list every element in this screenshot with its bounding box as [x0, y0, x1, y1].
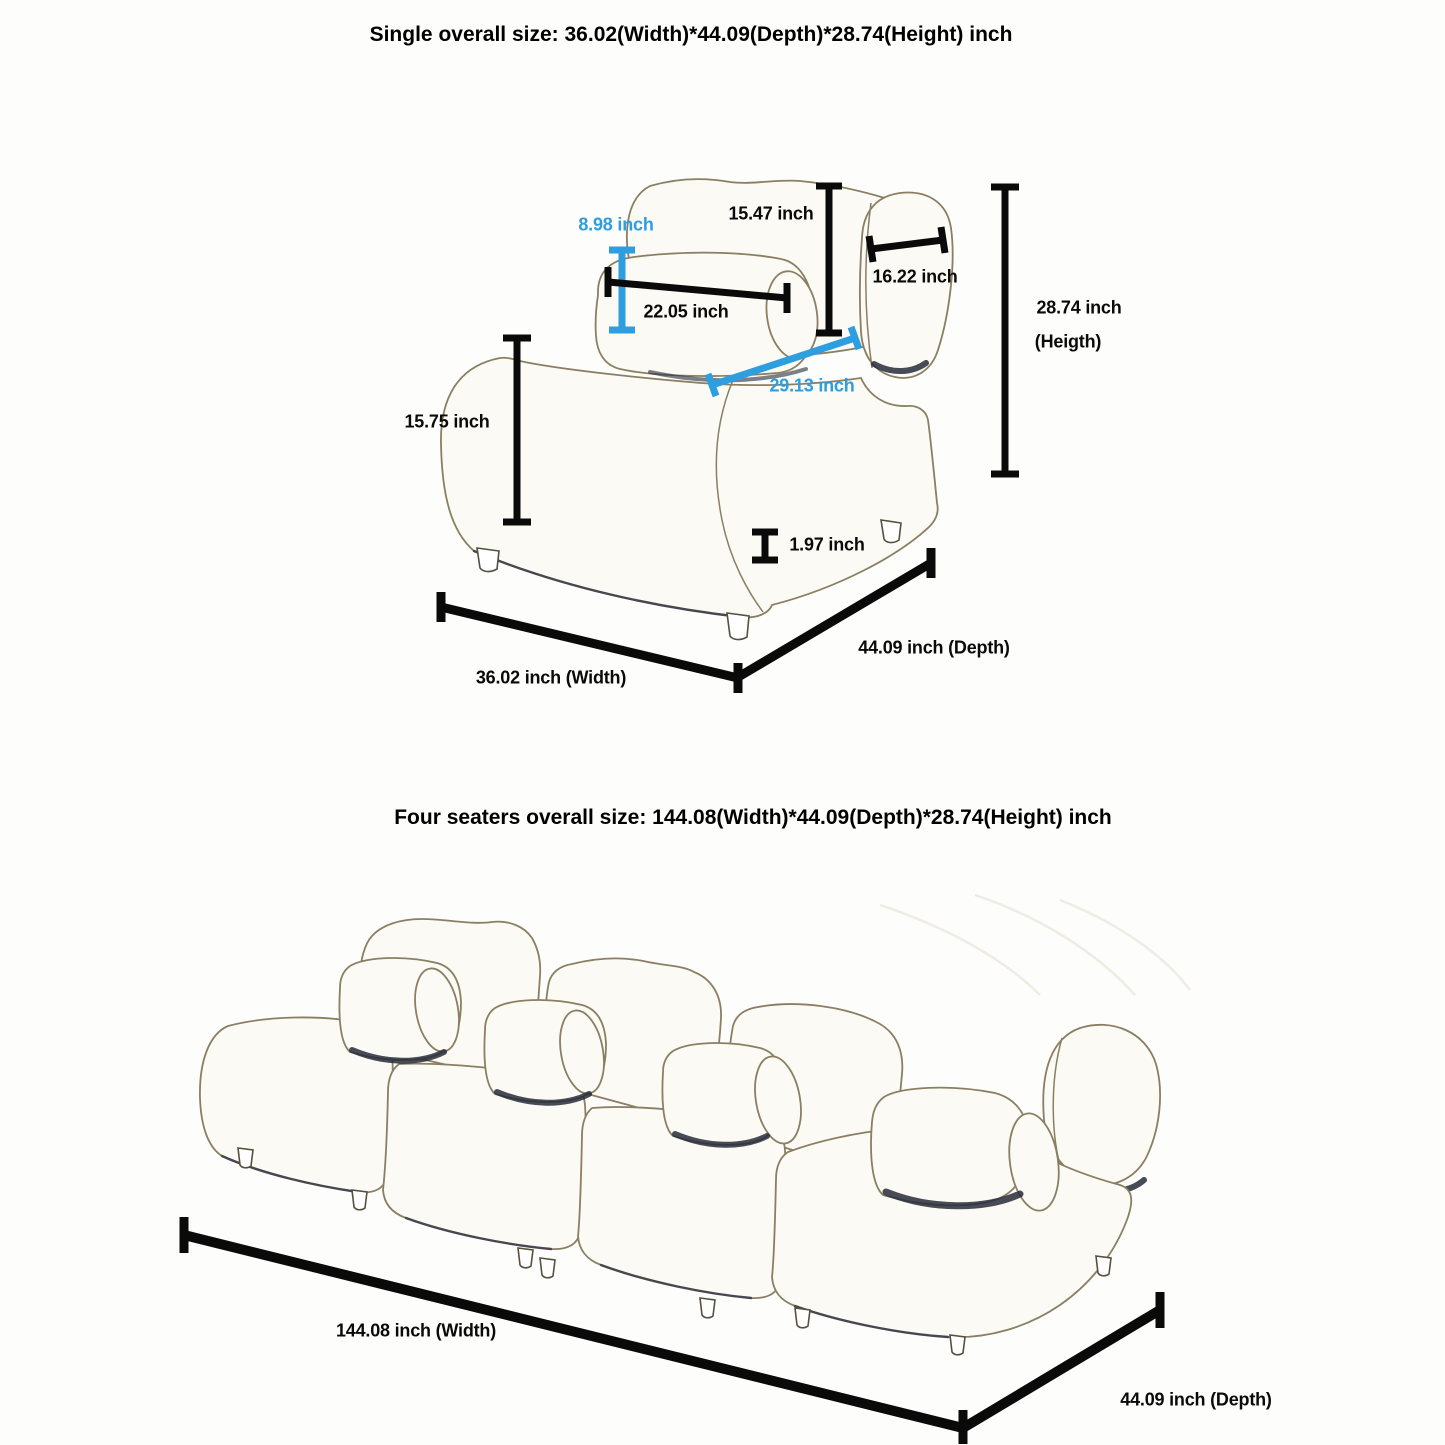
four-bolster-3-shadow [672, 1131, 770, 1148]
single-leg [726, 612, 750, 641]
texture-streak [974, 893, 1136, 996]
label-four-width: 144.08 inch (Width) [335, 1320, 497, 1341]
texture-streak [1059, 898, 1191, 991]
dim-line-bolster-length [604, 267, 791, 313]
dim-line-overall-height [991, 183, 1019, 478]
dim-line-leg-height [752, 528, 778, 564]
label-bolster-length: 22.05 inch [643, 301, 729, 322]
four-bolster-4-shadow [882, 1188, 1024, 1210]
four-leg [699, 1297, 716, 1319]
four-leg [949, 1334, 966, 1356]
four-bolster-3-end [754, 1055, 802, 1145]
dim-line-bolster-diameter [609, 246, 635, 334]
single-slab-shadow [871, 360, 929, 374]
single-dimension-lines [436, 182, 1019, 693]
single-leg [880, 519, 902, 544]
four-leg [539, 1257, 556, 1279]
label-seat-diagonal: 29.13 inch [769, 375, 855, 396]
dim-line-single-width [436, 592, 743, 693]
single-seat-bottom-edge [472, 549, 743, 619]
single-section-title: Single overall size: 36.02(Width)*44.09(… [369, 23, 1013, 46]
dim-line-four-depth [960, 1292, 1165, 1433]
four-leg [794, 1307, 811, 1329]
label-leg-height: 1.97 inch [789, 534, 865, 555]
label-bolster-diameter: 8.98 inch [578, 214, 654, 235]
four-leg [237, 1147, 254, 1169]
four-leg [517, 1247, 534, 1269]
texture-streak [879, 903, 1041, 996]
label-four-depth: 44.09 inch (Depth) [1120, 1389, 1272, 1410]
label-back-height: 15.47 inch [728, 203, 814, 224]
single-leg [476, 547, 500, 573]
four-seat-bottom-edge [220, 1154, 360, 1194]
four-dimension-lines [179, 1217, 1165, 1444]
four-bolster-1-shadow [349, 1047, 447, 1064]
four-leg [351, 1189, 368, 1211]
four-section-title: Four seaters overall size: 144.08(Width)… [394, 806, 1112, 829]
single-seat-cushion [440, 356, 939, 619]
label-overall-height-qualifier: (Heigth) [1034, 331, 1102, 352]
four-bolster-4-end [1008, 1112, 1060, 1212]
four-bolster-2-shadow [494, 1089, 592, 1106]
four-backrest-4-slab [1042, 1023, 1161, 1186]
dim-line-back-height [816, 182, 842, 337]
single-slab-face-line [865, 202, 873, 369]
four-seater-sketch [199, 893, 1191, 1356]
four-seat-bottom-edge [404, 1216, 553, 1251]
label-single-width: 36.02 inch (Width) [475, 667, 627, 688]
dim-line-back-width [865, 226, 949, 263]
label-single-depth: 44.09 inch (Depth) [858, 637, 1010, 658]
four-seat-bottom-edge [793, 1304, 950, 1339]
dim-line-seat-diagonal [704, 325, 863, 398]
four-seat-bottom-edge [599, 1263, 753, 1300]
dim-line-seat-height [503, 334, 531, 526]
dim-line-single-depth [737, 548, 936, 680]
label-seat-height: 15.75 inch [404, 411, 490, 432]
single-seat-crease [715, 379, 764, 613]
four-bolster-4 [870, 1086, 1030, 1207]
label-overall-height-value: 28.74 inch [1036, 297, 1122, 318]
four-leg [1095, 1255, 1112, 1277]
label-back-width: 16.22 inch [872, 266, 958, 287]
